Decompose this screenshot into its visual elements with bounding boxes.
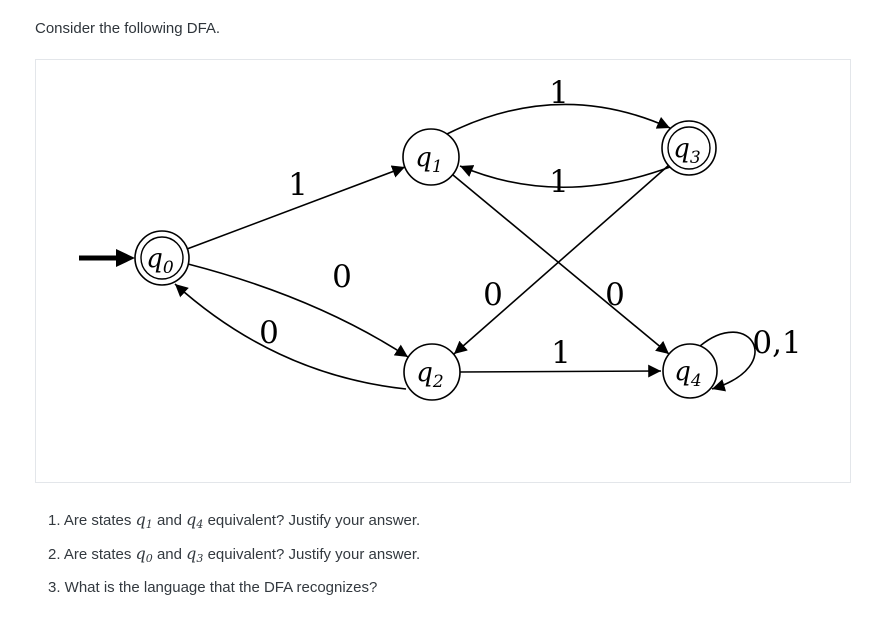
- question-2-post-text: equivalent? Justify your answer.: [203, 546, 421, 563]
- state-q3-circle: [661, 120, 717, 176]
- state-q2-label: q2: [416, 358, 443, 392]
- state-q0: q0: [134, 230, 190, 286]
- question-1-state-ref-a: q: [135, 510, 146, 529]
- edge-label-q1-q4: 0: [605, 277, 625, 313]
- edge-label-q1-q3: 1: [549, 75, 569, 111]
- edge-q2-q4: [459, 364, 662, 378]
- edge-q4-self-loop: [699, 331, 756, 392]
- state-q1: q1: [402, 128, 460, 186]
- state-q0-label: q0: [146, 244, 174, 278]
- state-q3-label: q3: [673, 134, 700, 168]
- edge-label-q2-q4: 1: [551, 335, 571, 371]
- edge-q0-q1: [186, 165, 406, 250]
- state-q0-accepting-ring: [140, 236, 184, 280]
- edge-label-q4-self: 0,1: [752, 325, 801, 361]
- state-q2: q2: [403, 343, 461, 401]
- start-arrow: [79, 249, 135, 267]
- question-2-text: 2. Are states: [48, 546, 136, 563]
- question-2-state-ref-a-sub: 0: [145, 552, 153, 565]
- question-1: 1. Are states q1 and q4 equivalent? Just…: [48, 505, 420, 539]
- edge-q3-q2: [453, 164, 670, 355]
- edge-q1-q4: [452, 174, 670, 355]
- question-2: 2. Are states q0 and q3 equivalent? Just…: [48, 539, 420, 573]
- state-q3: q3: [661, 120, 717, 176]
- edge-label-q3-q1: 1: [549, 164, 569, 200]
- question-3-text: 3. What is the language that the DFA rec…: [48, 579, 378, 596]
- question-1-state-ref-a-sub: 1: [145, 518, 153, 531]
- edge-q0-q2: [187, 263, 409, 358]
- page-title: Consider the following DFA.: [35, 20, 221, 37]
- state-q1-label: q1: [415, 143, 442, 177]
- state-q0-circle: [134, 230, 190, 286]
- question-2-state-ref-b-sub: 3: [196, 552, 204, 565]
- edge-q2-q0: [174, 283, 407, 390]
- state-q4: q4: [662, 343, 718, 399]
- question-1-post-text: equivalent? Justify your answer.: [203, 512, 421, 529]
- question-2-state-ref-a: q: [135, 544, 146, 563]
- edge-label-q3-q2: 0: [483, 277, 503, 313]
- question-2-state-ref-b: q: [186, 544, 197, 563]
- state-q3-accepting-ring: [667, 126, 711, 170]
- state-q2-circle: [403, 343, 461, 401]
- edge-q1-q3: [446, 103, 671, 135]
- state-q4-circle: [662, 343, 718, 399]
- edge-q3-q1: [459, 165, 671, 188]
- dfa-diagram: 1 0 0 1 1 0 0 1 0,1 q0 q1 q2: [79, 75, 802, 401]
- question-1-text: 1. Are states: [48, 512, 136, 529]
- edge-label-q2-q0: 0: [259, 315, 279, 351]
- state-q4-label: q4: [674, 357, 701, 391]
- state-q1-circle: [402, 128, 460, 186]
- question-3: 3. What is the language that the DFA rec…: [48, 573, 420, 602]
- question-1-mid-text: and: [152, 512, 187, 529]
- questions-list: 1. Are states q1 and q4 equivalent? Just…: [48, 505, 420, 602]
- edge-label-q0-q1: 1: [288, 167, 308, 203]
- question-1-state-ref-b: q: [186, 510, 197, 529]
- dfa-diagram-frame: 1 0 0 1 1 0 0 1 0,1 q0 q1 q2: [35, 59, 851, 483]
- question-2-mid-text: and: [152, 546, 187, 563]
- question-1-state-ref-b-sub: 4: [196, 518, 204, 531]
- edge-label-q0-q2: 0: [332, 259, 352, 295]
